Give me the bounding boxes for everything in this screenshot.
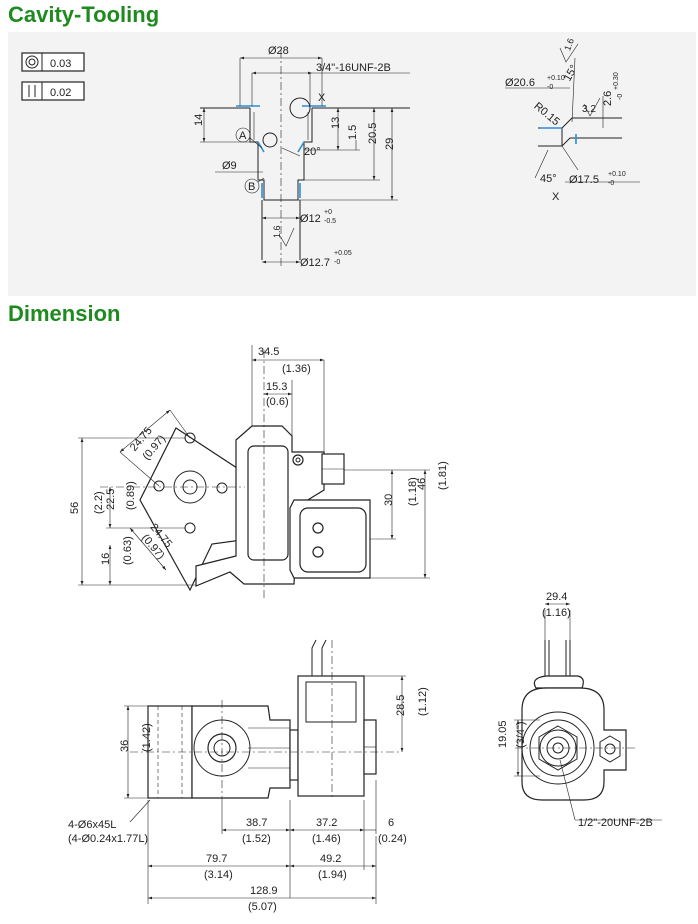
cavity-detail-view: Ø20.6 +0.10 -0 1.6 15° R0.15 3.2 2.6 +0.… <box>505 37 640 203</box>
dim-cavity-d12-tol-dn: -0.5 <box>324 218 336 225</box>
cavity-tooling-panel <box>8 32 696 296</box>
dim-cavity-d28: Ø28 <box>268 45 289 57</box>
dim-cavity-d12-7-tol-dn: -0 <box>334 259 340 266</box>
dim-w15-3: 15.3 <box>266 381 287 393</box>
dim-w6: 6 <box>388 817 394 829</box>
parallelism-icon <box>28 85 36 97</box>
dim-cavity-rough16: 1.6 <box>272 225 282 238</box>
dim-w29-4: 29.4 <box>546 591 567 603</box>
dim-h36: 36 <box>119 740 131 752</box>
tolerance-value-concentricity: 0.03 <box>50 58 71 70</box>
dim-cavity-29: 29 <box>384 138 396 150</box>
dim-d30: 30 <box>383 494 395 506</box>
dim-d16-in: (0.63) <box>122 536 134 565</box>
dim-w79-7-in: (3.14) <box>204 869 233 881</box>
ref-b-label: B <box>248 181 255 193</box>
dim-detail-d17-5: Ø17.5 <box>569 174 599 186</box>
dim-w6-in: (0.24) <box>378 833 407 845</box>
dim-cavity-1-5: 1.5 <box>347 125 359 140</box>
dim-detail-d20-6-tol-up: +0.10 <box>547 75 565 82</box>
cavity-tooling-title: Cavity-Tooling <box>8 2 160 27</box>
concentricity-icon <box>25 55 39 69</box>
dim-detail-d2-6-tol-dn: -0 <box>617 94 624 100</box>
dim-detail-d2-6-tol-up: +0.30 <box>613 72 620 90</box>
tolerance-frame-parallelism: 0.02 <box>21 81 85 101</box>
dim-detail-d17-5-tol-up: +0.10 <box>608 171 626 178</box>
dim-holes: 4-Ø6x45L <box>68 819 116 831</box>
dim-h28-5-in: (1.12) <box>417 687 429 716</box>
dimensions-top-view: 36 (1.42) 28.5 (1.12) 4-Ø6x45L (4-Ø0.24x… <box>68 675 429 913</box>
dim-cavity-d12-tol-up: +0 <box>324 209 332 216</box>
dim-d46-in: (1.81) <box>437 461 449 490</box>
dim-h28-5: 28.5 <box>395 695 407 716</box>
dim-d16: 16 <box>100 553 112 565</box>
dim-cavity-20-5: 20.5 <box>367 123 379 144</box>
dim-detail-r015: R0.15 <box>532 100 562 128</box>
dim-w34-5: 34.5 <box>258 346 279 358</box>
dim-h36-in: (1.42) <box>141 723 153 752</box>
ref-x-top: X <box>318 92 326 104</box>
dim-holes-in: (4-Ø0.24x1.77L) <box>68 833 148 845</box>
dim-h19-05: 19.05 <box>497 720 509 748</box>
cavity-section-view: Ø28 3/4"-16UNF-2B X 14 13 1.5 20.5 29 A … <box>193 45 410 269</box>
dim-d46: 46 <box>416 478 428 490</box>
dim-detail-angle45: 45° <box>540 173 557 185</box>
dim-cavity-angle20: 20° <box>304 146 321 158</box>
ref-x-detail: X <box>552 191 560 203</box>
dim-d30-in: (1.18) <box>407 477 419 506</box>
dim-w49-2: 49.2 <box>320 853 341 865</box>
dim-w38-7-in: (1.52) <box>242 833 271 845</box>
dim-detail-d20-6: Ø20.6 <box>505 77 535 89</box>
dim-cavity-d12: Ø12 <box>300 213 321 225</box>
dimensions-side-view: 29.4 (1.16) 19.05 (3/4") 1/2"-20UNF-2B <box>497 591 662 829</box>
dim-d56-in: (2.2) <box>93 491 105 514</box>
dim-d56: 56 <box>69 502 81 514</box>
dimension-title: Dimension <box>8 301 121 326</box>
dim-detail-d17-5-tol-dn: -0 <box>608 180 614 187</box>
dim-cavity-thread: 3/4"-16UNF-2B <box>316 62 391 74</box>
dim-detail-d20-6-tol-dn: -0 <box>547 84 553 91</box>
dim-detail-d2-6: 2.6 <box>602 91 614 106</box>
dim-detail-rough32: 3.2 <box>582 104 596 115</box>
dim-cavity-d12-7-tol-up: +0.05 <box>334 250 352 257</box>
dim-w37-2-in: (1.46) <box>312 833 341 845</box>
dim-w128-9: 128.9 <box>250 885 278 897</box>
dim-cavity-d9: Ø9 <box>222 160 237 172</box>
tolerance-value-parallelism: 0.02 <box>50 87 71 99</box>
dim-d22-5-in: (0.89) <box>125 481 137 510</box>
dim-detail-rough16: 1.6 <box>562 37 576 52</box>
ref-a-label: A <box>239 130 247 142</box>
dim-w37-2: 37.2 <box>316 817 337 829</box>
valve-top-view <box>130 639 400 800</box>
dim-cavity-14: 14 <box>193 114 205 126</box>
dim-h19-05-in: (3/4") <box>515 721 527 748</box>
dim-w79-7: 79.7 <box>206 853 227 865</box>
tolerance-frame-concentricity: 0.03 <box>21 52 85 72</box>
dim-w38-7: 38.7 <box>246 817 267 829</box>
dim-port: 1/2"-20UNF-2B <box>578 817 653 829</box>
dim-w49-2-in: (1.94) <box>318 869 347 881</box>
dim-w29-4-in: (1.16) <box>542 607 571 619</box>
dim-cavity-13: 13 <box>330 117 342 129</box>
valve-front-view <box>100 350 371 600</box>
dim-w34-5-in: (1.36) <box>282 363 311 375</box>
valve-side-view <box>515 610 636 801</box>
dim-cavity-d12-7: Ø12.7 <box>300 257 330 269</box>
dim-w128-9-in: (5.07) <box>248 901 277 913</box>
dim-d22-5: 22.5 <box>105 489 117 510</box>
dim-w15-3-in: (0.6) <box>266 396 289 408</box>
